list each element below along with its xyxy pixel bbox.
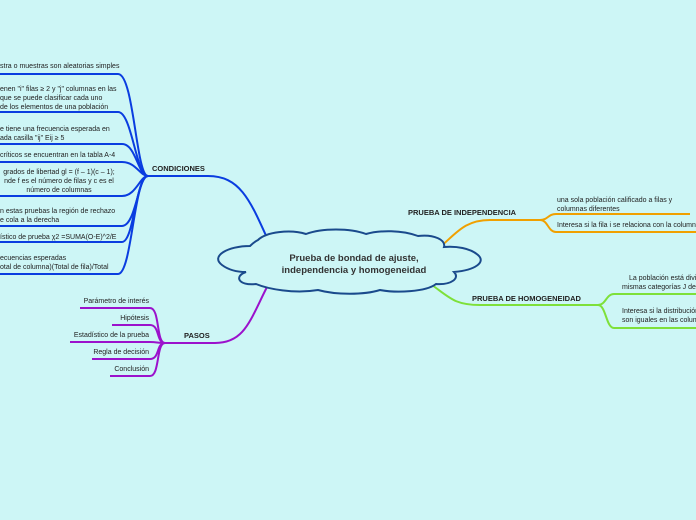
- condiciones-item[interactable]: ístico de prueba χ2 =SUMA(O-E)^2/E: [0, 233, 116, 242]
- condiciones-item-line: nde f es el número de filas y c es el: [4, 178, 114, 185]
- homogeneidad-item[interactable]: La población está divi mismas categorías…: [622, 274, 696, 292]
- independencia-title[interactable]: PRUEBA DE INDEPENDENCIA: [408, 208, 517, 217]
- condiciones-item-line: n estas pruebas la región de rechazo: [0, 208, 116, 215]
- homogeneidad-item-line: La población está divi: [629, 275, 696, 282]
- pasos-item[interactable]: Hipótesis: [120, 315, 149, 322]
- condiciones-item-line: stra o muestras son aleatorias simples: [0, 63, 120, 70]
- central-topic-line1: Prueba de bondad de ajuste,: [289, 253, 419, 264]
- homogeneidad-item-line: mismas categorías J de: [622, 284, 696, 291]
- independencia-connectors: [433, 213, 696, 253]
- condiciones-item[interactable]: ecuencias esperadas otal de columna)(Tot…: [0, 254, 109, 272]
- central-topic-line2: independencia y homogeneidad: [281, 265, 427, 276]
- condiciones-item-line: ístico de prueba χ2 =SUMA(O-E)^2/E: [0, 234, 117, 241]
- condiciones-item-line: críticos se encuentran en la tabla A-4: [0, 152, 116, 159]
- homogeneidad-item-line: son iguales en las colum: [622, 317, 696, 324]
- homogeneidad-title[interactable]: PRUEBA DE HOMOGENEIDAD: [472, 294, 581, 303]
- pasos-item[interactable]: Estadístico de la prueba: [73, 332, 149, 339]
- condiciones-item[interactable]: grados de libertad gl = (f – 1)(c – 1); …: [0, 168, 118, 195]
- independencia-item-line: una sola población calificado a filas y: [557, 197, 673, 204]
- condiciones-item-line: que se puede clasificar cada uno: [0, 95, 103, 102]
- condiciones-item-line: grados de libertad gl = (f – 1)(c – 1);: [3, 169, 115, 176]
- condiciones-item-line: enen "i" filas ≥ 2 y "j" columnas en las: [0, 86, 117, 93]
- homogeneidad-item[interactable]: Interesa si la distribución son iguales …: [622, 307, 696, 325]
- condiciones-title[interactable]: CONDICIONES: [152, 164, 205, 173]
- condiciones-item-line: otal de columna)(Total de fila)/Total: [0, 264, 109, 271]
- condiciones-item[interactable]: críticos se encuentran en la tabla A-4: [0, 151, 115, 160]
- condiciones-item-line: ada casilla "ij" Eij ≥ 5: [0, 135, 65, 142]
- condiciones-item-line: e cola a la derecha: [0, 217, 60, 224]
- pasos-item[interactable]: Regla de decisión: [93, 349, 149, 356]
- condiciones-item[interactable]: n estas pruebas la región de rechazo e c…: [0, 207, 115, 225]
- condiciones-item-line: número de columnas: [26, 187, 92, 194]
- condiciones-item-line: de los elementos de una población: [0, 104, 109, 111]
- independencia-item-line: Interesa si la fila i se relaciona con l…: [557, 222, 696, 229]
- pasos-item[interactable]: Parámetro de interés: [83, 298, 149, 305]
- pasos-title[interactable]: PASOS: [184, 331, 210, 340]
- central-topic[interactable]: Prueba de bondad de ajuste, independenci…: [262, 253, 446, 277]
- condiciones-item[interactable]: e tiene una frecuencia esperada en ada c…: [0, 125, 110, 143]
- condiciones-item-line: e tiene una frecuencia esperada en: [0, 126, 110, 133]
- condiciones-connectors: [0, 73, 269, 275]
- independencia-item[interactable]: una sola población calificado a filas y …: [557, 196, 672, 214]
- condiciones-item[interactable]: enen "i" filas ≥ 2 y "j" columnas en las…: [0, 85, 117, 112]
- pasos-item[interactable]: Conclusión: [114, 366, 149, 373]
- pasos-connectors: [70, 284, 269, 377]
- independencia-item[interactable]: Interesa si la fila i se relaciona con l…: [557, 221, 696, 230]
- condiciones-item[interactable]: stra o muestras son aleatorias simples: [0, 62, 119, 71]
- homogeneidad-item-line: Interesa si la distribución: [622, 308, 696, 315]
- independencia-item-line: columnas diferentes: [557, 206, 620, 213]
- condiciones-item-line: ecuencias esperadas: [0, 255, 67, 262]
- central-cloud[interactable]: [217, 228, 482, 295]
- homogeneidad-connectors: [431, 284, 696, 329]
